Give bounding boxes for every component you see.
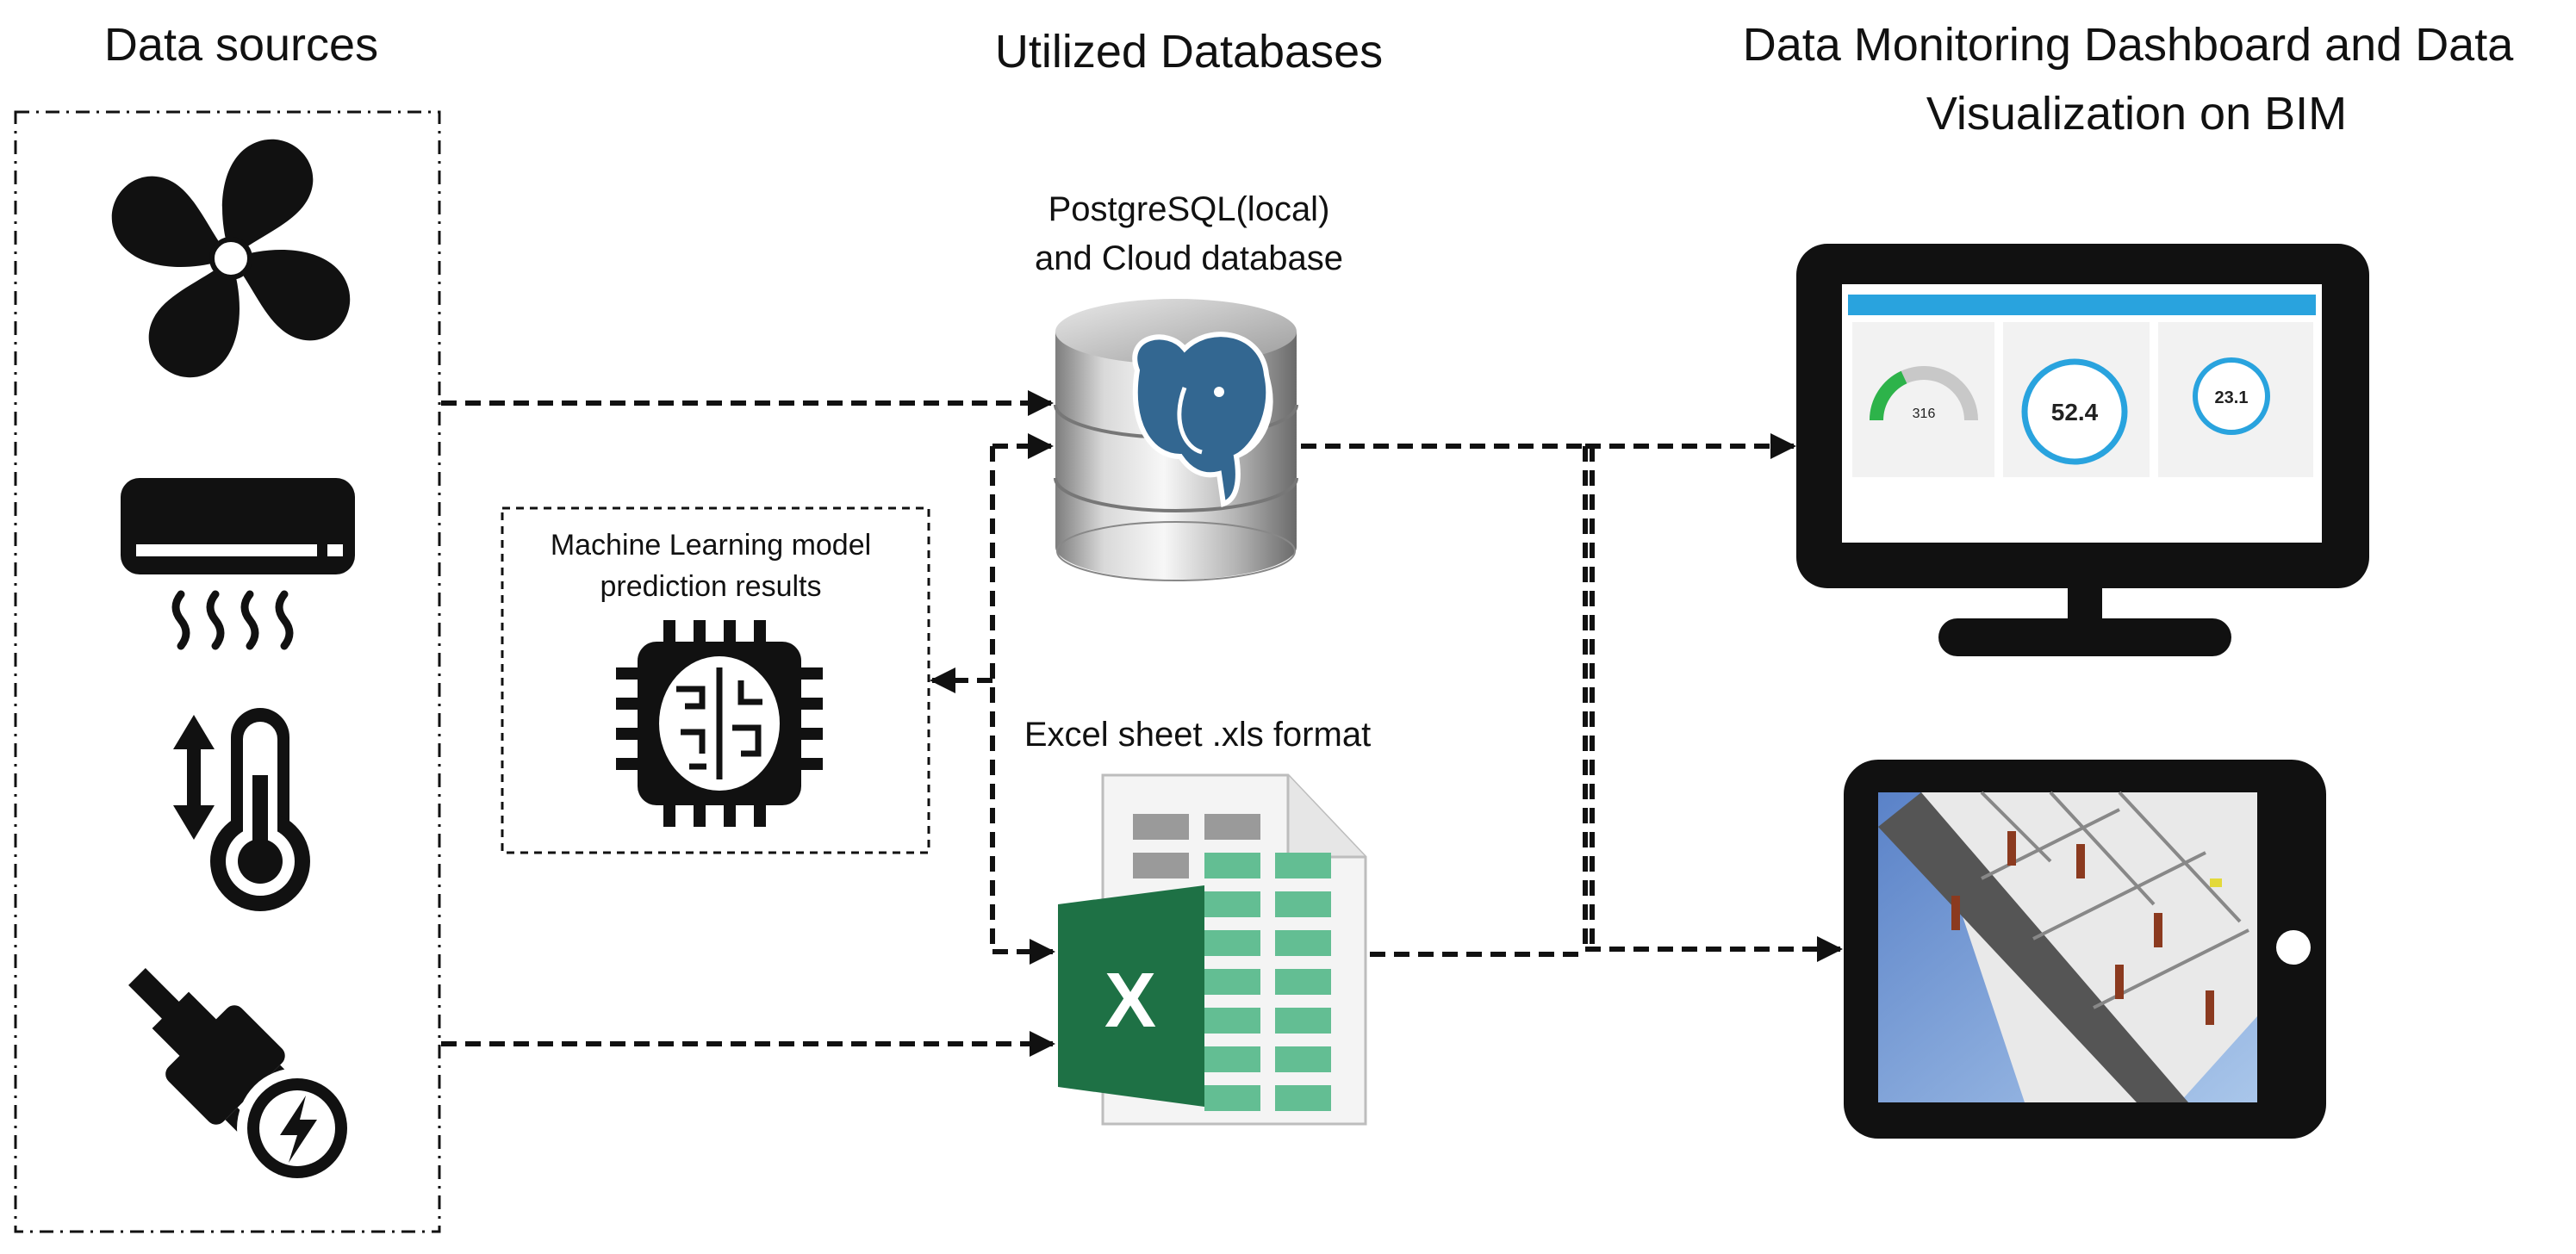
elephant-logo-icon [1132,332,1273,507]
tablet-icon [1844,760,2326,1139]
excel-icon: X [1058,773,1367,1126]
ml-box [501,506,930,854]
heading-dashboard-line1: Data Monitoring Dashboard and Data [1742,19,2514,71]
gauge-2-value: 52.4 [2051,399,2099,425]
plug-energy-icon [128,968,358,1189]
ml-label-line2: prediction results [600,570,822,603]
excel-label: Excel sheet .xls format [1024,716,1372,754]
gauge-1-value: 316 [1913,407,1936,421]
bim-view [1878,791,2257,1102]
ml-label-line1: Machine Learning model [550,529,872,562]
connectors [441,390,1843,1057]
thermometer-icon [173,708,310,911]
database-label-line1: PostgreSQL(local) [1048,190,1330,228]
ai-chip-icon [616,620,823,827]
heading-utilized-databases: Utilized Databases [994,26,1384,78]
excel-logo-letter: X [1104,958,1156,1044]
heading-data-sources: Data sources [103,19,379,71]
monitor-icon: 316 52.4 23.1 [1796,244,2369,656]
fan-icon [111,139,351,378]
air-conditioner-icon [121,478,355,650]
gauge-3-value: 23.1 [2215,388,2249,407]
data-sources-box [14,110,441,1233]
excel-cells [1204,853,1331,1111]
database-label-line2: and Cloud database [1034,239,1344,277]
dashboard-screen: 316 52.4 23.1 [1848,295,2316,477]
heading-dashboard-line2: Visualization on BIM [1926,88,2348,140]
